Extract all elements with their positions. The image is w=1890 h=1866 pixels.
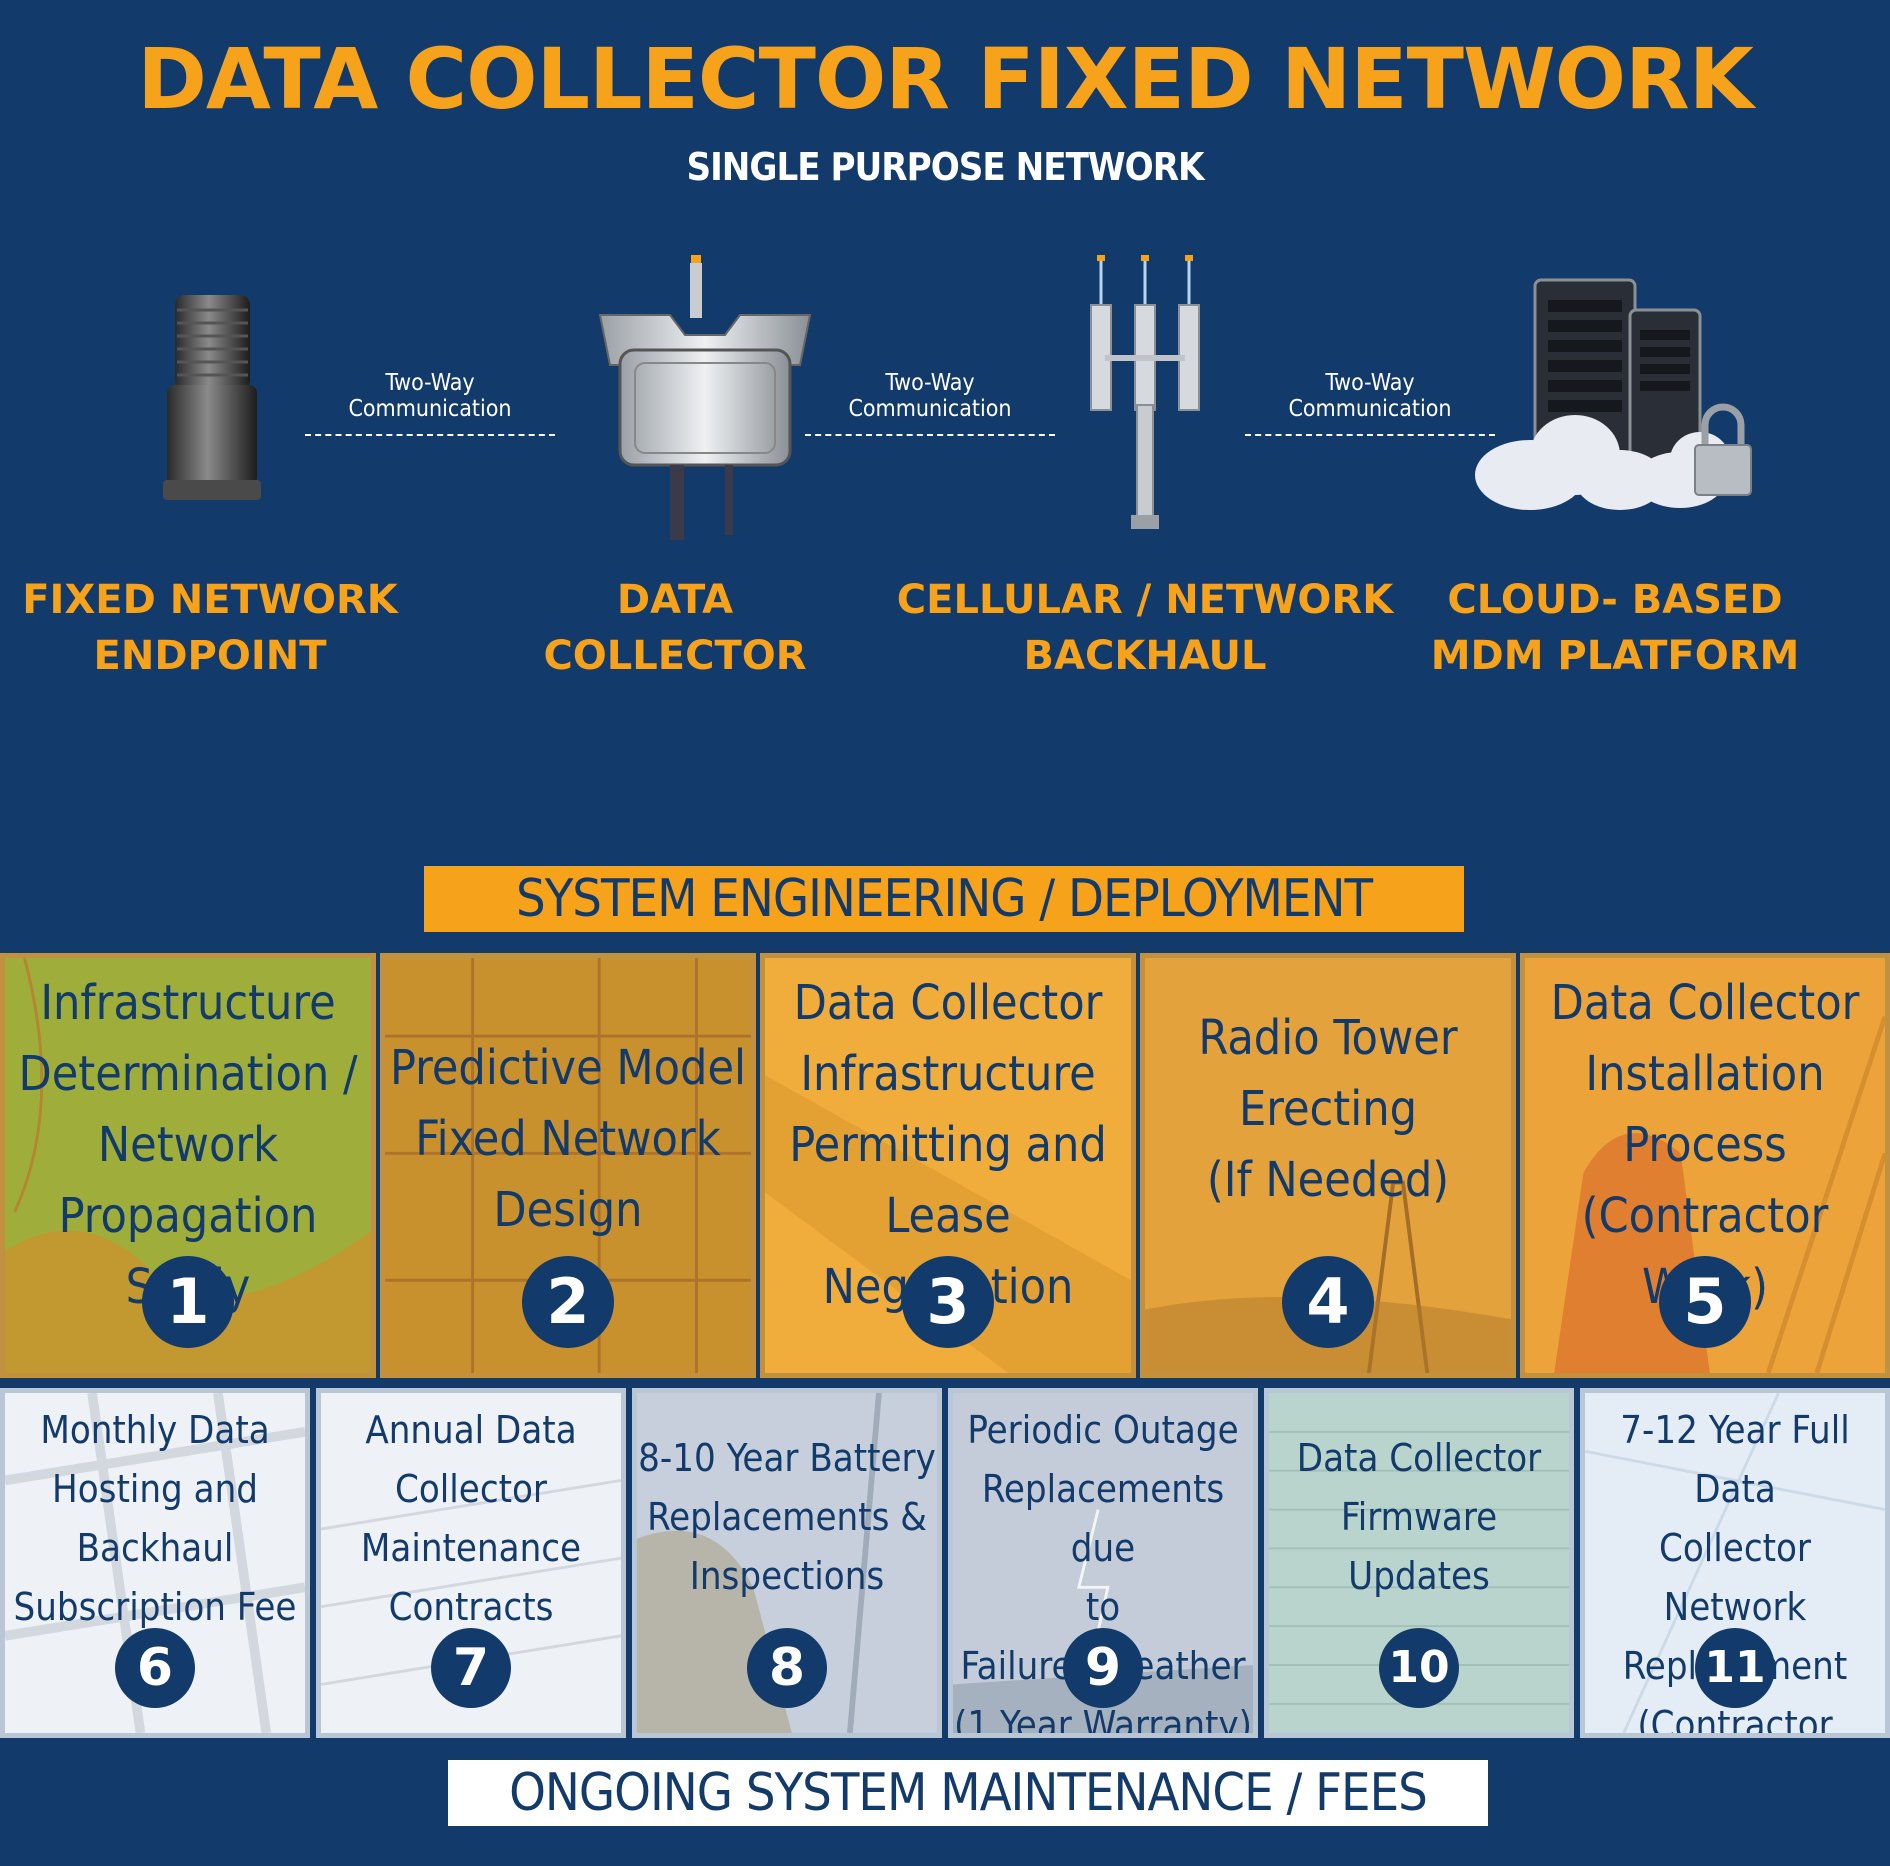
step-text: Radio Tower Erecting (If Needed) bbox=[1198, 1010, 1458, 1208]
endpoint-icon bbox=[75, 255, 335, 545]
cell-tower-icon bbox=[1015, 255, 1275, 545]
deployment-banner: SYSTEM ENGINEERING / DEPLOYMENT bbox=[424, 866, 1464, 932]
step-number-badge: 8 bbox=[747, 1628, 827, 1708]
link-label: Two-Way Communication bbox=[348, 370, 512, 422]
step-text: Data Collector Firmware Updates bbox=[1296, 1436, 1542, 1598]
data-collector-icon bbox=[575, 255, 835, 545]
step-number-badge: 10 bbox=[1379, 1628, 1459, 1708]
step-number-badge: 4 bbox=[1282, 1256, 1374, 1348]
link-label: Two-Way Communication bbox=[848, 370, 1012, 422]
step-card-10: Data Collector Firmware Updates 10 bbox=[1264, 1388, 1574, 1738]
step-text: Periodic Outage Replacements due to Fail… bbox=[954, 1408, 1252, 1738]
two-way-link-1: Two-Way Communication bbox=[305, 370, 555, 436]
step-number-badge: 9 bbox=[1063, 1628, 1143, 1708]
step-card-5: Data Collector Installation Process (Con… bbox=[1520, 953, 1890, 1378]
step-text: Annual Data Collector Maintenance Contra… bbox=[360, 1408, 582, 1629]
maintenance-banner: ONGOING SYSTEM MAINTENANCE / FEES bbox=[448, 1760, 1488, 1826]
step-card-8: 8-10 Year Battery Replacements & Inspect… bbox=[632, 1388, 942, 1738]
page-subtitle: SINGLE PURPOSE NETWORK bbox=[686, 145, 1204, 189]
dashed-connector bbox=[305, 434, 555, 436]
step-card-9: Periodic Outage Replacements due to Fail… bbox=[948, 1388, 1258, 1738]
step-number-badge: 3 bbox=[902, 1256, 994, 1348]
step-number-badge: 2 bbox=[522, 1256, 614, 1348]
device-label-backhaul: CELLULAR / NETWORK BACKHAUL bbox=[896, 577, 1394, 679]
step-card-2: Predictive Model Fixed Network Design 2 bbox=[380, 953, 756, 1378]
two-way-link-3: Two-Way Communication bbox=[1245, 370, 1495, 436]
cloud-server-icon bbox=[1470, 255, 1770, 545]
step-card-11: 7-12 Year Full Data Collector Network Re… bbox=[1580, 1388, 1890, 1738]
device-label-data-collector: DATA COLLECTOR bbox=[543, 577, 807, 679]
device-label-mdm: CLOUD- BASED MDM PLATFORM bbox=[1430, 577, 1800, 679]
step-number-badge: 1 bbox=[142, 1256, 234, 1348]
step-text: Monthly Data Hosting and Backhaul Subscr… bbox=[13, 1408, 297, 1629]
calendar-texture bbox=[5, 1393, 305, 1733]
device-label-endpoint: FIXED NETWORK ENDPOINT bbox=[22, 577, 398, 679]
step-card-6: Monthly Data Hosting and Backhaul Subscr… bbox=[0, 1388, 310, 1738]
step-number-badge: 6 bbox=[115, 1628, 195, 1708]
step-text: Predictive Model Fixed Network Design bbox=[389, 1040, 747, 1238]
dashed-connector bbox=[805, 434, 1055, 436]
step-card-7: Annual Data Collector Maintenance Contra… bbox=[316, 1388, 626, 1738]
step-card-4: Radio Tower Erecting (If Needed) 4 bbox=[1140, 953, 1516, 1378]
step-number-badge: 7 bbox=[431, 1628, 511, 1708]
contract-texture bbox=[765, 1075, 1131, 1373]
link-label: Two-Way Communication bbox=[1288, 370, 1452, 422]
dashed-connector bbox=[1245, 434, 1495, 436]
blueprint-texture bbox=[1585, 1393, 1885, 1733]
two-way-link-2: Two-Way Communication bbox=[805, 370, 1055, 436]
step-number-badge: 11 bbox=[1695, 1628, 1775, 1708]
step-text: Data Collector Infrastructure Permitting… bbox=[789, 975, 1107, 1315]
step-card-3: Data Collector Infrastructure Permitting… bbox=[760, 953, 1136, 1378]
step-text: 8-10 Year Battery Replacements & Inspect… bbox=[638, 1436, 936, 1598]
page-title: DATA COLLECTOR FIXED NETWORK bbox=[137, 30, 1754, 128]
step-card-1: Infrastructure Determination / Network P… bbox=[0, 953, 376, 1378]
step-number-badge: 5 bbox=[1659, 1256, 1751, 1348]
